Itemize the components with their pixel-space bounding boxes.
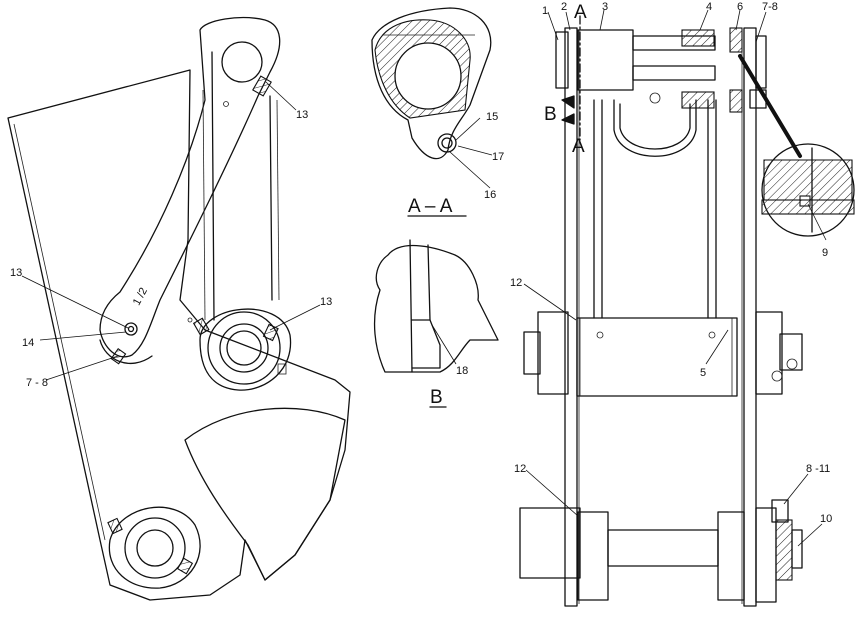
label-12-upper: 12 [510, 277, 522, 289]
label-13-left: 13 [10, 267, 22, 279]
side-view: 1 /2 [7, 17, 351, 601]
section-marker-a-bottom: A [572, 136, 585, 157]
section-marker-a-top: A [574, 2, 587, 23]
label-13-top: 13 [296, 109, 308, 121]
label-7-8-top: 7-8 [762, 1, 778, 13]
label-7-8-left: 7 - 8 [26, 377, 48, 389]
label-5: 5 [700, 367, 706, 379]
label-17: 17 [492, 151, 504, 163]
label-18: 18 [456, 365, 468, 377]
section-b [373, 239, 499, 373]
label-4: 4 [706, 1, 712, 13]
label-1: 1 [542, 5, 548, 17]
label-16: 16 [484, 189, 496, 201]
label-15: 15 [486, 111, 498, 123]
svg-text:1 /2: 1 /2 [131, 286, 150, 308]
label-6: 6 [737, 1, 743, 13]
detail-circle [738, 54, 855, 237]
label-13-mid: 13 [320, 296, 332, 308]
label-10: 10 [820, 513, 832, 525]
label-2: 2 [561, 1, 567, 13]
front-view [519, 27, 803, 607]
label-3: 3 [602, 1, 608, 13]
label-12-lower: 12 [514, 463, 526, 475]
section-marker-b: B [544, 104, 557, 125]
label-8-11: 8 -11 [806, 463, 830, 475]
section-a-a [371, 7, 492, 160]
section-b-title: B [430, 387, 443, 408]
label-9: 9 [822, 247, 828, 259]
section-aa-title: A – A [408, 196, 453, 217]
label-14: 14 [22, 337, 34, 349]
